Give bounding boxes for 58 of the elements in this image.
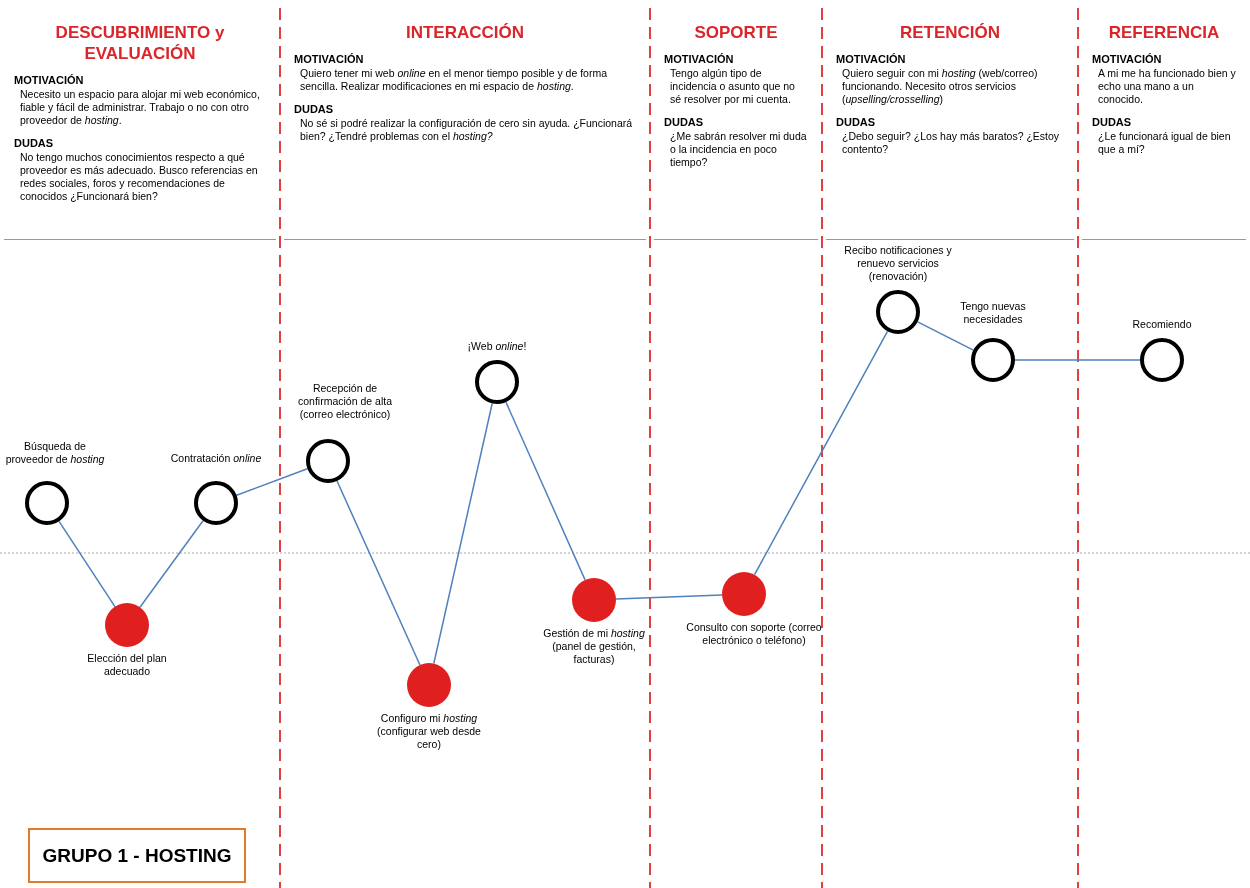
ring-circle (194, 481, 238, 525)
ring-circle (971, 338, 1015, 382)
body-text: ¿Debo seguir? ¿Los hay más baratos? ¿Estoy contento? (842, 130, 1061, 156)
section-heading: DUDAS (1092, 116, 1133, 128)
section-heading: DUDAS (14, 137, 55, 149)
body-text: ¿Le funcionará igual de bien que a mí? (1098, 130, 1232, 156)
body-text: A mi me ha funcionado bien y echo una mano a un conocido. (1098, 67, 1236, 106)
step-label: Consulto con soporte (correo electrónico o teléfono) (685, 621, 823, 647)
ring-circle (306, 439, 350, 483)
phase-heading: REFERENCIA (1107, 22, 1221, 43)
step-label: Recepción de confirmación de alta (correo electrónico) (297, 382, 393, 421)
step-label: Gestión de mi hosting (panel de gestión, facturas) (542, 627, 646, 666)
body-text: Quiero seguir con mi hosting (web/correo) funcionando. Necesito otros servicios (upselling/crosselling) (842, 67, 1039, 106)
step-label: Recomiendo (1131, 318, 1193, 331)
journey-line (139, 520, 204, 608)
journey-line (336, 480, 421, 666)
step-label: Recibo notificaciones y renuevo servicios (renovación) (843, 244, 953, 283)
ring-circle (475, 360, 519, 404)
phase-heading: RETENCIÓN (898, 22, 1002, 43)
filled-circle (407, 663, 451, 707)
body-text: Necesito un espacio para alojar mi web económico, fiable y fácil de administrar. Trabajo o no con otro proveedor de hosting. (20, 88, 261, 127)
step-label: Búsqueda de proveedor de hosting (4, 440, 106, 466)
journey-line (916, 321, 975, 351)
filled-circle (572, 578, 616, 622)
step-label: ¡Web online! (466, 340, 528, 353)
filled-circle (105, 603, 149, 647)
filled-circle (722, 572, 766, 616)
phase-heading: SOPORTE (693, 22, 779, 43)
body-text: No sé si podré realizar la configuración de cero sin ayuda. ¿Funcionará bien? ¿Tendré problemas con el hosting? (300, 117, 634, 143)
step-label: Contratación online (169, 452, 263, 465)
phase-heading: DESCUBRIMIENTO y EVALUACIÓN (54, 22, 226, 64)
section-heading: MOTIVACIÓN (836, 53, 907, 65)
journey-line (615, 594, 723, 600)
group-title: GRUPO 1 - HOSTING (28, 828, 246, 883)
journey-line (505, 401, 586, 581)
body-text: Quiero tener mi web online en el menor tiempo posible y de forma sencilla. Realizar modificaciones en mi espacio de hosting. (300, 67, 608, 93)
section-heading: DUDAS (664, 116, 705, 128)
ring-circle (1140, 338, 1184, 382)
ring-circle (876, 290, 920, 334)
journey-line (753, 330, 889, 576)
step-label: Tengo nuevas necesidades (959, 300, 1027, 326)
ring-circle (25, 481, 69, 525)
phase-heading: INTERACCIÓN (404, 22, 526, 43)
section-heading: MOTIVACIÓN (14, 74, 85, 86)
body-text: No tengo muchos conocimientos respecto a qué proveedor es más adecuado. Busco referencias en redes sociales, foros y recomendaciones de conocidos ¿Funcionará bien? (20, 151, 259, 203)
body-text: Tengo algún tipo de incidencia o asunto que no sé resolver por mi cuenta. (670, 67, 796, 106)
section-heading: MOTIVACIÓN (294, 53, 365, 65)
step-label: Configuro mi hosting (configurar web desde cero) (376, 712, 482, 751)
journey-line (433, 402, 493, 665)
body-text: ¿Me sabrán resolver mi duda o la incidencia en poco tiempo? (670, 130, 808, 169)
journey-line (235, 467, 309, 497)
section-heading: DUDAS (294, 103, 335, 115)
section-heading: DUDAS (836, 116, 877, 128)
section-heading: MOTIVACIÓN (664, 53, 735, 65)
step-label: Elección del plan adecuado (86, 652, 168, 678)
journey-line (1014, 359, 1141, 361)
journey-line (58, 520, 116, 608)
section-heading: MOTIVACIÓN (1092, 53, 1163, 65)
